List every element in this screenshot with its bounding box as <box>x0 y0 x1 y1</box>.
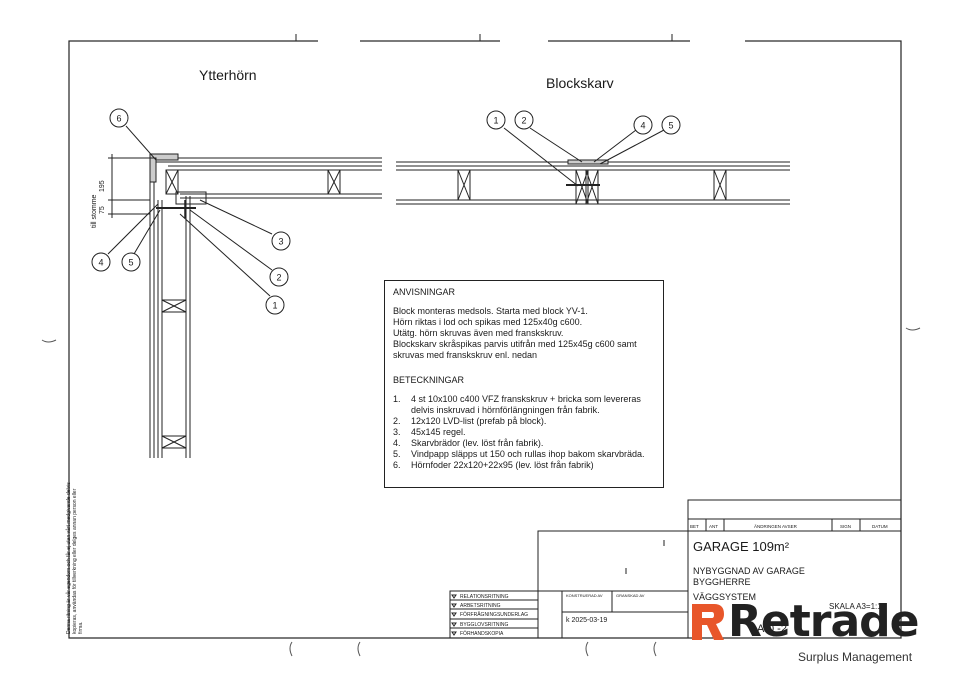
callout-left-1: 1 <box>265 295 285 315</box>
svg-text:4: 4 <box>98 258 103 268</box>
corner-detail <box>107 125 382 458</box>
callout-right-1: 1 <box>486 110 506 130</box>
svg-text:3: 3 <box>278 237 283 247</box>
retrade-logo-icon <box>692 604 724 640</box>
instruction-line: skruvas med franskskruv enl. nedan <box>393 350 538 360</box>
retrade-logo[interactable]: Retrade Surplus Management <box>690 596 920 670</box>
stage-arbetsritning: ARBETSRITNING <box>460 603 501 609</box>
legend-item: 5.Vindpapp släpps ut 150 och rullas ihop… <box>393 449 645 459</box>
dim-till-stomme: till stomme <box>91 194 98 228</box>
right-detail-title: Blockskarv <box>546 75 614 91</box>
svg-text:4: 4 <box>640 121 645 131</box>
logo-wordmark: Retrade <box>728 596 919 647</box>
svg-text:2: 2 <box>276 273 281 283</box>
callout-right-2: 2 <box>514 110 534 130</box>
instruction-line: Block monteras medsols. Starta med block… <box>393 306 588 316</box>
legend-item: 3.45x145 regel. <box>393 427 466 437</box>
copyright-note: Denna ritning är vår egendom och får ej … <box>66 482 84 634</box>
stage-bygglovsritning: BYGGLOVSRITNING <box>460 622 508 628</box>
title-block <box>449 499 902 639</box>
sign-header-konstruerad: KONSTRUERAD AV <box>566 593 603 598</box>
callout-right-5: 5 <box>661 115 681 135</box>
svg-text:1: 1 <box>272 301 277 311</box>
instruction-line: Hörn riktas i lod och spikas med 125x40g… <box>393 317 583 327</box>
stage-arrows <box>451 594 457 636</box>
dim-75: 75 <box>99 206 106 214</box>
rev-header-andring: ÄNDRINGEN AVSER <box>754 523 798 529</box>
block-joint-detail <box>396 127 790 205</box>
project-line-3: VÄGGSYSTEM <box>693 592 756 602</box>
drawing-title: GARAGE 109m² <box>693 539 790 554</box>
left-detail-title: Ytterhörn <box>199 67 257 83</box>
stage-forhandskopia: FÖRHANDSKOPIA <box>460 630 504 637</box>
rev-header-datum: DATUM <box>872 524 888 529</box>
callout-left-3: 3 <box>271 231 291 251</box>
stage-forfragningsunderlag: FÖRFRÅGNINGSUNDERLAG <box>460 611 528 618</box>
svg-text:5: 5 <box>668 121 673 131</box>
drawing-number: A-0 -2 <box>757 623 787 635</box>
svg-text:5: 5 <box>128 258 133 268</box>
rev-header-bet: BET <box>690 524 699 529</box>
drawing-date: k 2025-03-19 <box>566 617 607 624</box>
rev-header-sign: SIGN <box>840 524 851 529</box>
project-line-1: NYBYGGNAD AV GARAGE <box>693 566 805 576</box>
callout-left-5: 5 <box>121 252 141 272</box>
project-line-2: BYGGHERRE <box>693 577 751 587</box>
instructions-heading: ANVISNINGAR <box>393 287 456 297</box>
callout-left-4: 4 <box>91 252 111 272</box>
rev-header-ant: ANT <box>709 524 718 529</box>
stage-relationsritning: RELATIONSRITNING <box>460 594 509 600</box>
svg-text:1: 1 <box>493 116 498 126</box>
callout-left-2: 2 <box>269 267 289 287</box>
instruction-line: Utätg. hörn skruvas även med franskskruv… <box>393 328 564 338</box>
instruction-line: Blockskarv skråspikas parvis utifrån med… <box>393 339 637 349</box>
logo-tagline: Surplus Management <box>798 650 913 664</box>
legend-item: 1.4 st 10x100 c400 VFZ franskskruv + bri… <box>393 394 641 415</box>
legend-item: 2.12x120 LVD-list (prefab på block). <box>393 416 547 426</box>
sign-header-granskad: GRANSKAD AV <box>616 593 645 598</box>
instructions-box: ANVISNINGAR Block monteras medsols. Star… <box>384 280 664 488</box>
svg-text:2: 2 <box>521 116 526 126</box>
callout-left-6: 6 <box>109 108 129 128</box>
legend-list: 1.4 st 10x100 c400 VFZ franskskruv + bri… <box>393 394 655 471</box>
scale-label: SKALA A3=1:10 <box>829 602 887 611</box>
legend-item: 4.Skarvbrädor (lev. löst från fabrik). <box>393 438 544 448</box>
legend-item: 6.Hörnfoder 22x120+22x95 (lev. löst från… <box>393 460 594 470</box>
svg-text:6: 6 <box>116 114 121 124</box>
dim-195: 195 <box>99 180 106 192</box>
callout-right-4: 4 <box>633 115 653 135</box>
legend-heading: BETECKNINGAR <box>393 375 465 385</box>
